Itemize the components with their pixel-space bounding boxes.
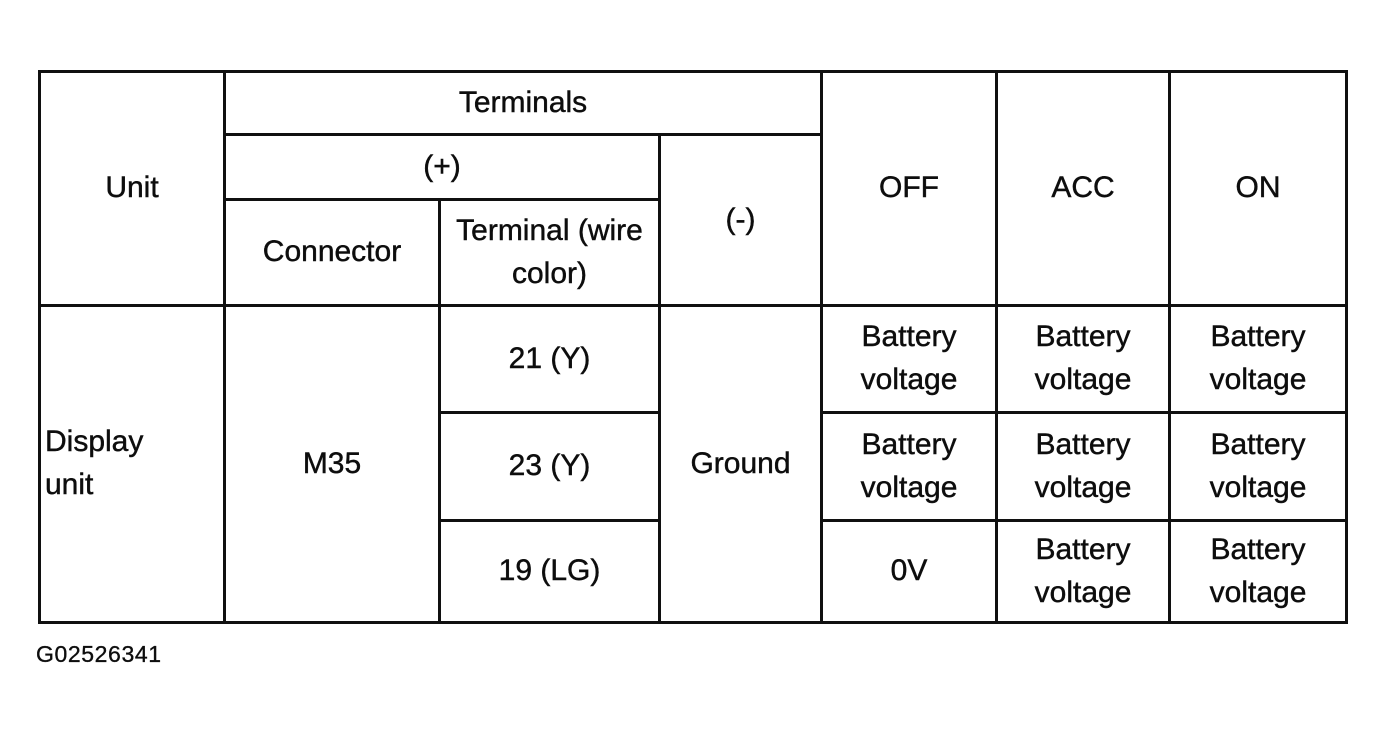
header-terminal-wire-color: Terminal (wire color): [438, 198, 661, 307]
cell-terminal-row2: 23 (Y): [438, 411, 661, 522]
cell-on-row1: Battery voltage: [1168, 304, 1349, 414]
cell-unit-name: Display unit: [38, 304, 226, 624]
figure-id-label: G02526341: [36, 641, 162, 667]
header-plus: (+): [223, 133, 661, 201]
cell-on-row3: Battery voltage: [1168, 519, 1349, 624]
cell-acc-row2: Battery voltage: [995, 411, 1172, 522]
header-connector: Connector: [223, 198, 441, 307]
header-terminals: Terminals: [222, 70, 824, 136]
cell-connector: M35: [223, 304, 441, 624]
cell-off-row2: Battery voltage: [820, 411, 999, 522]
cell-terminal-row1: 21 (Y): [438, 304, 661, 414]
cell-acc-row1: Battery voltage: [995, 304, 1172, 414]
unit-name-text: Display unit: [45, 425, 144, 501]
cell-acc-row3: Battery voltage: [995, 519, 1172, 624]
cell-ground: Ground: [657, 304, 824, 624]
header-acc: ACC: [995, 70, 1172, 307]
voltage-reference-table: Unit Terminals OFF ACC ON (+) (-) Connec…: [38, 70, 1349, 624]
cell-terminal-row3: 19 (LG): [438, 519, 661, 624]
cell-off-row1: Battery voltage: [820, 304, 999, 414]
header-on: ON: [1168, 70, 1349, 307]
header-unit: Unit: [38, 70, 226, 307]
header-minus: (-): [657, 133, 824, 307]
cell-on-row2: Battery voltage: [1168, 411, 1349, 522]
cell-off-row3: 0V: [820, 519, 999, 624]
header-off: OFF: [820, 70, 999, 307]
